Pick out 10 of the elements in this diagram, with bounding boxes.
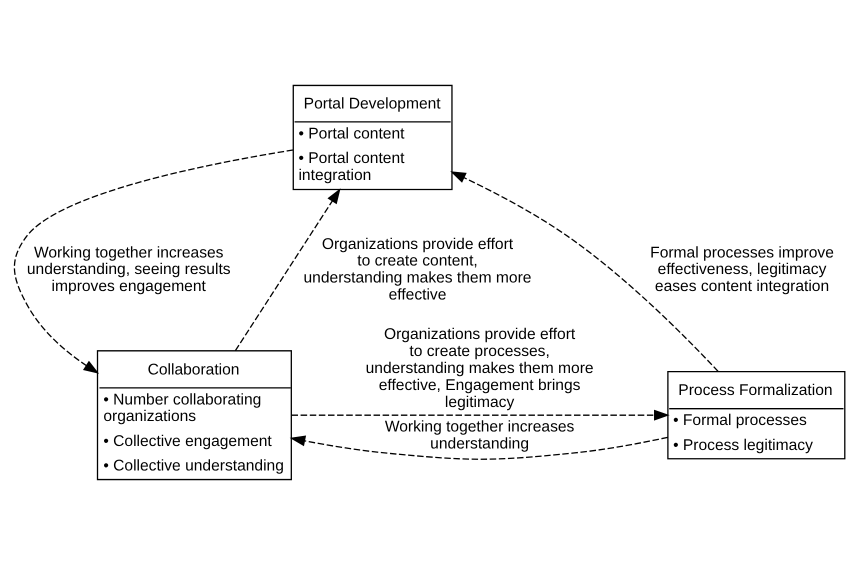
arrow	[289, 436, 668, 460]
arrow	[291, 410, 670, 421]
edge-label: Formal processes improve effectiveness, legitimacy eases content integration	[650, 244, 834, 296]
arrow	[234, 188, 340, 351]
arrow	[13, 149, 293, 374]
edge-label: Organizations provide effort to create processes, understanding makes them more effective, Engagement brings legitimacy	[365, 326, 594, 411]
edge-label: Organizations provide effort to create content, understanding makes them more effective	[303, 236, 531, 304]
edge-label: Working together increases understanding, seeing results improves engagement	[26, 244, 230, 296]
edge-label: Working together increases understanding	[384, 418, 574, 452]
arrow	[450, 171, 718, 372]
